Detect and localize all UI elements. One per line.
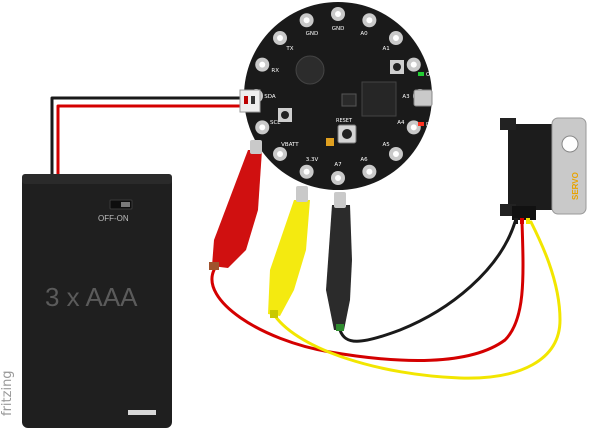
board-pad-label: A6: [360, 157, 368, 163]
board-pad-hole: [392, 150, 399, 157]
battery-red-lead: [56, 104, 248, 176]
battery-slot: [128, 410, 156, 415]
board-pad-label: A7: [334, 162, 342, 168]
servo-motor: SERVO: [500, 117, 587, 224]
red-alligator-clip[interactable]: [209, 140, 262, 270]
board-pad-label: GND: [332, 26, 345, 32]
red-signal-wire: [210, 220, 525, 363]
circuit-playground-board: GNDA0A1A2A3A4A5A6A73.3VVBATTSCLSDARXTXGN…: [239, 2, 436, 190]
board-pad-hole: [335, 11, 341, 17]
board-pad-label: SDA: [264, 94, 276, 100]
servo-label: SERVO: [571, 172, 580, 200]
usb-port[interactable]: [413, 89, 433, 107]
board-pad-hole: [303, 168, 310, 175]
sensor-chip: [341, 93, 357, 107]
board-pad-hole: [303, 17, 310, 24]
battery-label: 3 x AAA: [45, 282, 138, 312]
board-pad-label: A3: [402, 94, 410, 100]
power-led: [418, 72, 424, 76]
board-pad-hole: [366, 17, 373, 24]
jst-connector[interactable]: [239, 89, 261, 113]
board-pad-hole: [277, 150, 284, 157]
board-pad-hole: [277, 35, 284, 42]
board-pad-hole: [259, 124, 266, 131]
board-pad-hole: [410, 124, 417, 131]
board-pad-hole: [259, 61, 266, 68]
board-pad-label: VBATT: [281, 142, 299, 148]
board-pad-label: RX: [271, 68, 279, 74]
board-pad-label: SCL: [270, 120, 281, 126]
board-pad-label: A5: [382, 142, 390, 148]
board-pad-label: A1: [382, 46, 389, 52]
black-alligator-clip[interactable]: [326, 192, 352, 331]
board-pad-label: GND: [306, 31, 319, 37]
power-led-label: On: [426, 72, 433, 78]
battery-switch-knob: [121, 202, 130, 207]
black-ground-wire: [338, 220, 517, 343]
board-pad-label: TX: [285, 46, 293, 52]
d13-led: [418, 122, 424, 126]
board-pad-hole: [366, 168, 373, 175]
servo-horn-mount: [551, 117, 587, 215]
board-pad-hole: [392, 35, 399, 42]
battery-switch-label: OFF-ON: [98, 214, 129, 223]
yellow-signal-wire: [273, 220, 562, 380]
fritzing-watermark: fritzing: [0, 370, 15, 416]
servo-horn[interactable]: [561, 135, 579, 153]
board-pad-label: A4: [397, 120, 405, 126]
d13-led-label: D13: [426, 122, 436, 128]
speaker: [295, 55, 325, 85]
board-pads: GNDA0A1A2A3A4A5A6A73.3VVBATTSCLSDARXTXGN…: [249, 7, 427, 185]
reset-button-label: RESET: [336, 118, 353, 124]
board-pad-hole: [410, 61, 417, 68]
main-chip: [361, 81, 397, 117]
board-pad-label: A0: [360, 31, 368, 37]
board-pad-hole: [335, 175, 341, 181]
wires: [50, 96, 562, 380]
battery-pack: OFF-ON 3 x AAA: [22, 174, 172, 428]
yellow-alligator-clip[interactable]: [268, 186, 310, 318]
board-pad-label: 3.3V: [306, 157, 319, 163]
battery-black-lead: [50, 96, 248, 176]
